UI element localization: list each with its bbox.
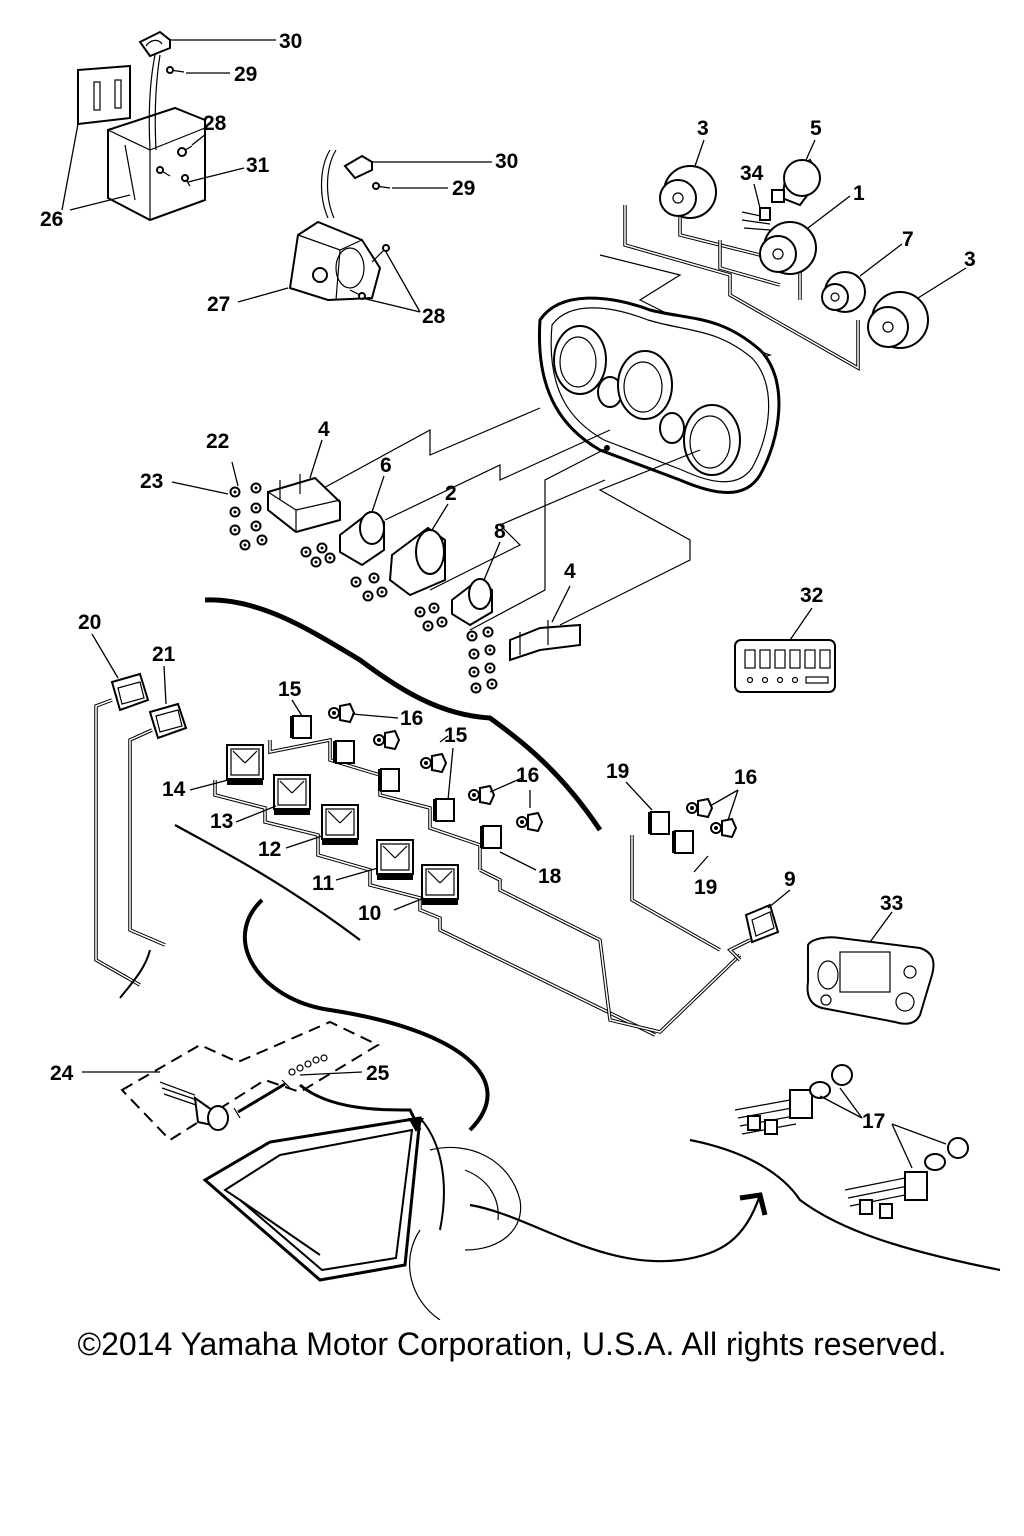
remote-control-27 [288,149,382,302]
rocker-switch-12 [321,804,359,846]
gauge-5 [771,158,822,207]
clip-30b [343,154,373,180]
callout-25: 25 [366,1062,390,1085]
switch-18 [479,825,502,849]
bracket-4-top [267,474,341,534]
switch-9 [744,903,780,944]
callout-12: 12 [258,838,281,861]
callout-21: 21 [152,643,176,666]
callout-16: 16 [734,766,757,789]
callout-30: 30 [495,150,518,173]
instrument-panel [537,296,781,494]
bracket-assembly-26 [77,54,206,222]
callout-28: 28 [422,305,446,328]
callout-13: 13 [210,810,233,833]
callout-30: 30 [279,30,302,53]
callout-16: 16 [400,707,423,730]
callout-33: 33 [880,892,903,915]
boat-dash-outline [202,1116,522,1320]
rocker-switch-14 [226,744,264,786]
callout-1: 1 [853,182,865,205]
callout-16: 16 [516,764,539,787]
callout-29: 29 [452,177,475,200]
callout-24: 24 [50,1062,74,1085]
bracket-2 [350,526,446,602]
callout-29: 29 [234,63,257,86]
bracket-8 [414,578,493,632]
parts-diagram: 30 29 28 31 26 30 29 27 28 3 5 34 1 7 3 … [40,30,1001,1320]
callout-15: 15 [278,678,302,701]
bracket-4-bottom [466,620,581,694]
switches-15 [289,715,455,822]
callout-32: 32 [800,584,823,607]
callout-15: 15 [444,724,468,747]
callout-labels: 30 29 28 31 26 30 29 27 28 3 5 34 1 7 3 … [40,30,976,1133]
switch-20 [110,672,150,712]
callout-27: 27 [207,293,230,316]
callout-34: 34 [740,162,764,185]
callout-4: 4 [564,560,576,583]
callout-31: 31 [246,154,270,177]
callout-26: 26 [40,208,63,231]
callout-17: 17 [862,1110,885,1133]
callout-23: 23 [140,470,163,493]
gauge-3-right [867,291,929,349]
clip-30 [138,30,171,58]
bulb-34 [741,207,771,231]
connector-17-top [734,1064,853,1135]
callout-22: 22 [206,430,229,453]
callout-4: 4 [318,418,330,441]
callout-7: 7 [902,228,914,251]
screw-29 [166,66,185,74]
gauge-7 [821,271,866,313]
rocker-switch-11 [376,839,414,881]
callout-20: 20 [78,611,101,634]
screws-28b [349,244,390,300]
callout-2: 2 [445,482,457,505]
nuts-22-23-top [229,482,268,551]
callout-11: 11 [312,872,335,895]
callout-3: 3 [964,248,976,271]
callout-14: 14 [162,778,186,801]
gauge-1 [759,221,817,275]
callout-8: 8 [494,520,506,543]
callout-28: 28 [203,112,227,135]
callout-19: 19 [606,760,629,783]
callout-6: 6 [380,454,392,477]
kit-24 [120,1020,381,1142]
screws-28-31 [156,145,193,187]
bracket-6 [300,510,385,568]
screw-29b [372,182,391,190]
switches-19 [647,811,694,854]
callout-5: 5 [810,117,822,140]
rocker-switch-10 [421,864,459,906]
callout-10: 10 [358,902,381,925]
rocker-switch-13 [273,774,311,816]
warning-label-32 [734,639,836,693]
callout-9: 9 [784,868,796,891]
switch-21 [148,702,188,740]
copyright-notice: ©2014 Yamaha Motor Corporation, U.S.A. A… [77,1326,947,1362]
display-33 [806,936,935,1025]
callout-3: 3 [697,117,709,140]
callout-18: 18 [538,865,562,888]
connector-17-bottom [844,1137,969,1219]
gauge-3-left [659,165,717,219]
callout-19: 19 [694,876,717,899]
